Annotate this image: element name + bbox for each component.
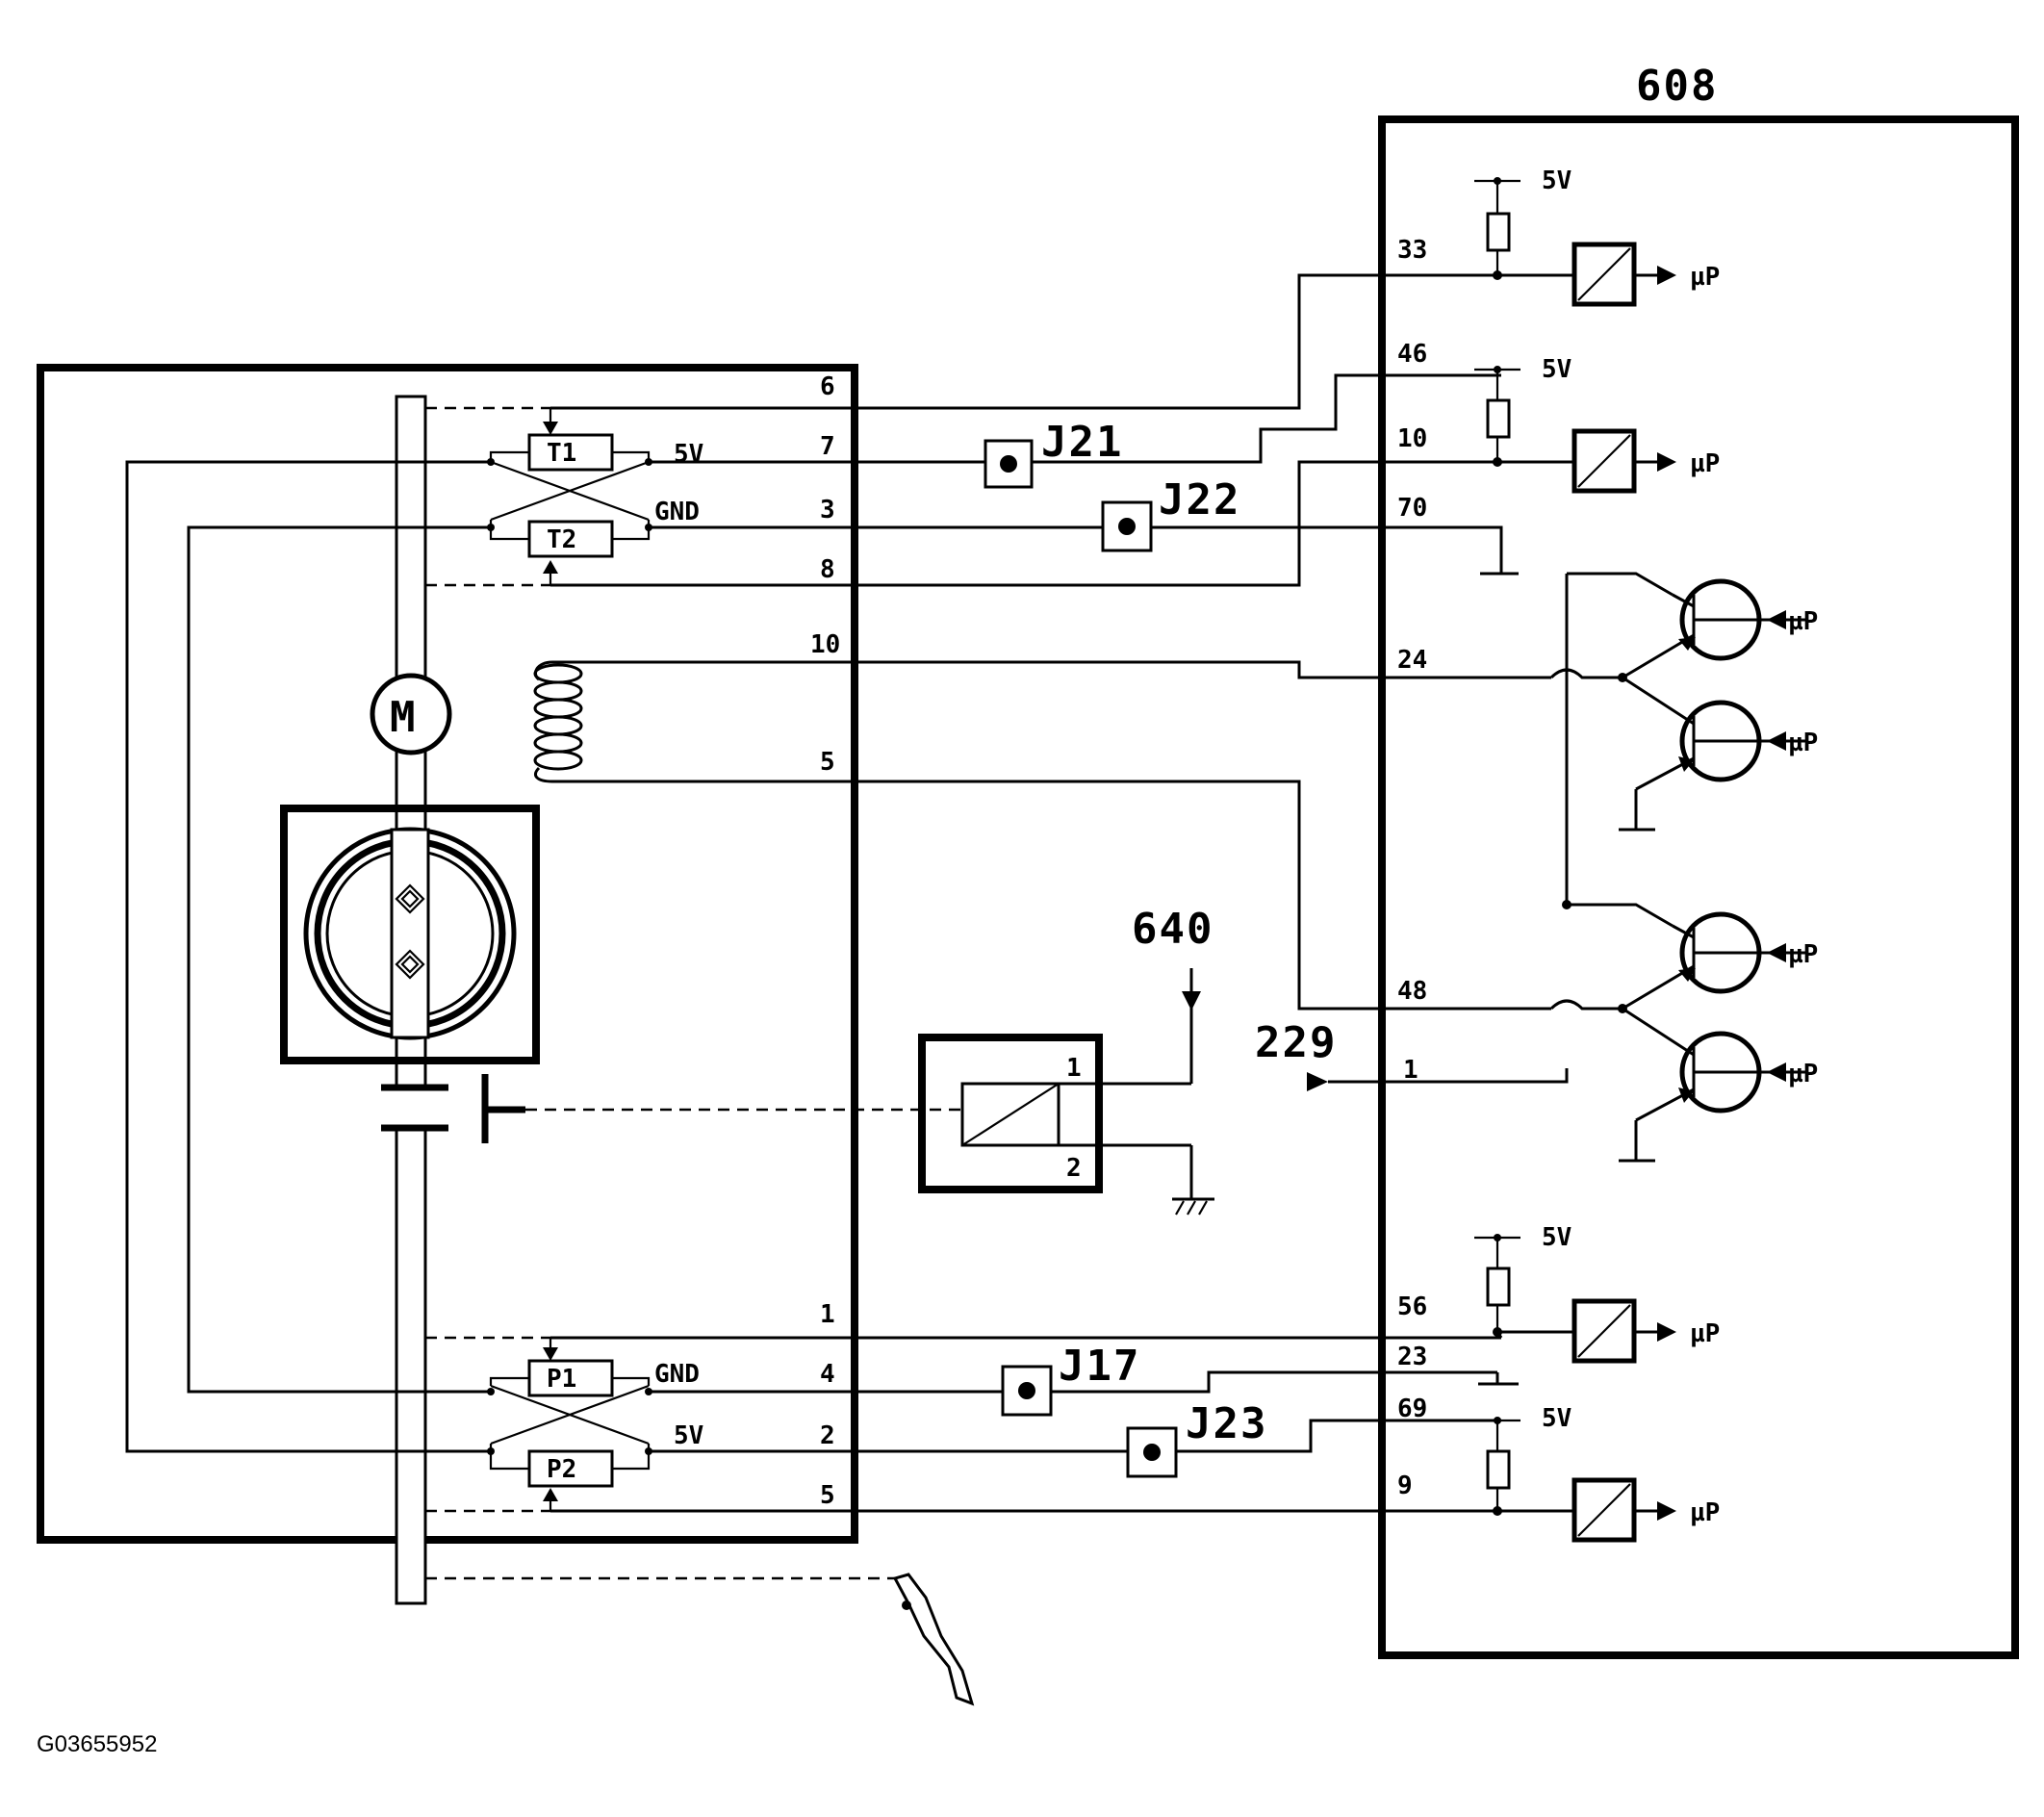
motor-symbol: M <box>370 673 452 755</box>
figure-id: G03655952 <box>37 1731 157 1757</box>
up-label-q1: µP <box>1788 607 1818 636</box>
tb-pin-6: 6 <box>820 372 835 401</box>
adc-channel-56: 5V µP <box>1474 1223 1720 1364</box>
j21-label: J21 <box>1041 418 1123 467</box>
p-supply-gnd: GND <box>654 1360 700 1389</box>
ecu-pin-24: 24 <box>1397 646 1427 675</box>
ecu-pin-48: 48 <box>1397 977 1427 1006</box>
ecu-pin-23: 23 <box>1397 1343 1427 1371</box>
h-bridge <box>1347 572 1805 1163</box>
v5-label-10: 5V <box>1542 355 1571 384</box>
tb-pin-5a: 5 <box>820 748 835 777</box>
tb-pin-7: 7 <box>820 432 835 461</box>
up-label-10: µP <box>1690 449 1720 478</box>
t-supply-5v: 5V <box>674 440 703 469</box>
tb-pin-10: 10 <box>810 630 840 659</box>
sensor-t2-label: T2 <box>547 525 576 554</box>
ecu-pin-56: 56 <box>1397 1292 1427 1321</box>
tb-pin-3: 3 <box>820 496 835 525</box>
j22-label: J22 <box>1159 475 1240 525</box>
adc-channel-10: 5V µP <box>1474 355 1720 494</box>
input-229-label: 229 <box>1255 1018 1337 1067</box>
ecu-pin-33: 33 <box>1397 236 1427 265</box>
t-supply-gnd: GND <box>654 498 700 526</box>
v5-label-56: 5V <box>1542 1223 1571 1252</box>
throttle-body-box <box>37 364 858 1544</box>
motor-coil <box>533 660 856 783</box>
tb-pin-4: 4 <box>820 1360 835 1389</box>
tb-pin-8: 8 <box>820 555 835 584</box>
v5-label-33: 5V <box>1542 166 1571 195</box>
up-label-33: µP <box>1690 263 1720 292</box>
up-label-q4: µP <box>1788 1060 1818 1088</box>
up-label-q2: µP <box>1788 729 1818 757</box>
j23-label: J23 <box>1186 1399 1267 1448</box>
j17-label: J17 <box>1059 1342 1140 1391</box>
sensor-p1 <box>527 1359 614 1397</box>
adc-channel-33: 5V µP <box>1474 166 1720 307</box>
tb-pin-1: 1 <box>820 1300 835 1329</box>
ecu-box <box>1378 115 2019 1659</box>
accelerator-pedal <box>892 1573 975 1706</box>
motor-label: M <box>390 693 418 742</box>
sensor-t1-label: T1 <box>547 439 576 468</box>
connector-j23: J23 <box>1126 1399 1267 1478</box>
connector-j22: J22 <box>1101 475 1240 552</box>
tb-pin-5b: 5 <box>820 1481 835 1510</box>
relay-pin-2: 2 <box>1066 1154 1082 1183</box>
ecu-pin-1: 1 <box>1403 1056 1418 1085</box>
adc-channel-9: 5V µP <box>1474 1404 1720 1543</box>
ecu-pin-70: 70 <box>1397 494 1427 523</box>
ecu-pin-69: 69 <box>1397 1395 1427 1423</box>
tb-pin-2: 2 <box>820 1421 835 1450</box>
ecu-label: 608 <box>1636 62 1718 111</box>
throttle-valve <box>280 805 540 1064</box>
relay-640-label: 640 <box>1132 905 1214 954</box>
sensor-p1-label: P1 <box>547 1365 576 1394</box>
relay-pin-1: 1 <box>1066 1054 1082 1083</box>
connector-j17: J17 <box>1001 1342 1140 1417</box>
up-label-9: µP <box>1690 1498 1720 1527</box>
v5-label-9: 5V <box>1542 1404 1571 1433</box>
clutch-relay: 1 2 <box>918 968 1214 1216</box>
ecu-pin-9: 9 <box>1397 1472 1413 1500</box>
up-label-56: µP <box>1690 1319 1720 1348</box>
up-label-q3: µP <box>1788 940 1818 969</box>
ecu-pin-10: 10 <box>1397 424 1427 453</box>
sensor-p2-label: P2 <box>547 1455 576 1484</box>
p-supply-5v: 5V <box>674 1421 703 1450</box>
ecu-pin-46: 46 <box>1397 340 1427 369</box>
connector-j21: J21 <box>984 418 1123 489</box>
